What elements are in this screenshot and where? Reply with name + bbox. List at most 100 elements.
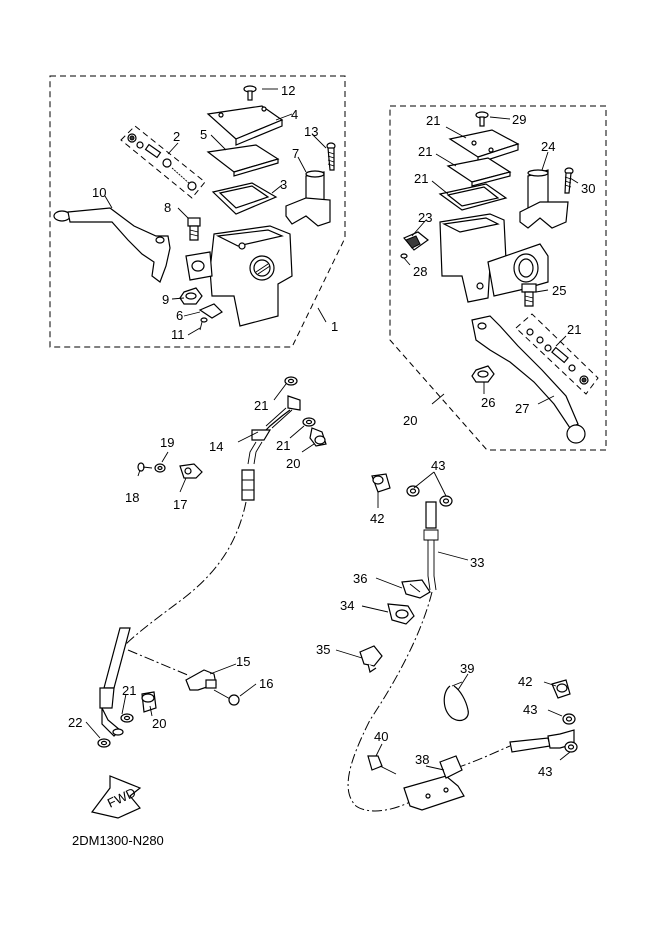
bolt-29: [521, 283, 537, 307]
bolt-8: [187, 217, 201, 241]
piston-kit-23: [515, 313, 599, 395]
callout: 40: [374, 729, 388, 744]
callout: 20: [403, 413, 417, 428]
screw-11: [199, 317, 208, 331]
union-bolt-20-top: [309, 427, 327, 447]
union-bolt-20-lower: [141, 691, 157, 713]
front-brake-hose-group: [97, 376, 327, 748]
lever-10: [53, 207, 171, 283]
callout: 19: [160, 435, 174, 450]
callout: 25: [552, 283, 566, 298]
rear-master-cylinder-body: [439, 213, 549, 303]
callout: 26: [481, 395, 495, 410]
rear-brake-hose-group: [347, 473, 578, 812]
washer-43-left: [406, 485, 420, 497]
callout: 35: [316, 642, 330, 657]
screw-32: [400, 253, 408, 259]
hose-guide-15: [185, 669, 217, 691]
drawing-code: 2DM1300-N280: [72, 833, 164, 848]
callout: 3: [280, 177, 287, 192]
callout-leaders: [85, 88, 579, 771]
lever-31: [471, 315, 586, 444]
bolt-41: [367, 755, 397, 775]
callout: 13: [304, 124, 318, 139]
clip-37: [359, 645, 383, 673]
callout: 24: [541, 139, 555, 154]
callout: 29: [512, 112, 526, 127]
callout: 21: [418, 144, 432, 159]
callout: 18: [125, 490, 139, 505]
callout: 21: [414, 171, 428, 186]
callout: 17: [173, 497, 187, 512]
holder-39: [403, 755, 465, 811]
hose-14: [99, 395, 301, 737]
callout: 34: [340, 598, 354, 613]
callout: 39: [460, 661, 474, 676]
bolt-16: [213, 689, 240, 706]
callout: 21: [276, 438, 290, 453]
callout: 12: [281, 83, 295, 98]
master-cylinder-body-1: [185, 225, 293, 327]
callout: 33: [470, 555, 484, 570]
callout: 11: [171, 327, 185, 342]
callout-labels: 12 4 13 5 2 7 3 8 10 9 6 11 1 29 21 21 2…: [68, 83, 595, 848]
callout: 30: [581, 181, 595, 196]
fwd-arrow: FWD: [90, 775, 142, 819]
right-master-cylinder-parts: [400, 111, 599, 444]
front-hose-routing-line: [127, 649, 191, 677]
left-master-cylinder-parts: [53, 85, 336, 331]
callout: 21: [567, 322, 581, 337]
washer-21-bottom: [97, 738, 111, 748]
union-bolt-42-top: [371, 473, 391, 493]
switch-6: [198, 303, 223, 319]
left-assembly-boundary: [49, 75, 346, 348]
callout: 43: [431, 458, 445, 473]
nut-30: [471, 365, 495, 383]
callout: 6: [176, 308, 183, 323]
callout: 42: [518, 674, 532, 689]
clamp-7: [285, 170, 331, 227]
washer-43-lower-bottom: [564, 741, 578, 753]
callout: 20: [286, 456, 300, 471]
callout: 7: [292, 146, 299, 161]
callout: 43: [523, 702, 537, 717]
callout: 5: [200, 127, 207, 142]
clamp-28: [519, 169, 569, 229]
callout: 15: [236, 654, 250, 669]
washer-21-top: [284, 376, 298, 386]
callout: 42: [370, 511, 384, 526]
callout: 9: [162, 292, 169, 307]
callout: 21: [254, 398, 268, 413]
circlip-40: [443, 681, 469, 722]
union-bolt-42-lower: [551, 679, 571, 699]
screw-12: [243, 85, 257, 101]
callout: 22: [68, 715, 82, 730]
plate-26: [446, 157, 512, 187]
diaphragm-24: [438, 183, 508, 211]
callout: 36: [353, 571, 367, 586]
screw-33: [475, 111, 489, 127]
grommet-36: [387, 603, 415, 625]
clamp-17: [179, 463, 203, 479]
screw-34: [564, 167, 574, 194]
washer-43-right: [439, 495, 453, 507]
nut-9: [179, 287, 203, 305]
callout: 2: [173, 129, 180, 144]
plate-5: [206, 144, 280, 177]
callout: 27: [515, 401, 529, 416]
callout: 4: [291, 107, 298, 122]
cap-4: [206, 105, 284, 146]
washer-19: [154, 463, 166, 473]
callout: 14: [209, 439, 223, 454]
callout: 21: [426, 113, 440, 128]
washer-43-lower-top: [562, 713, 576, 725]
callout: 28: [413, 264, 427, 279]
callout: 23: [418, 210, 432, 225]
callout: 10: [92, 185, 106, 200]
piston-kit-2: [120, 125, 206, 199]
washer-21-mid: [302, 417, 316, 427]
callout: 16: [259, 676, 273, 691]
callout: 20: [152, 716, 166, 731]
diaphragm-3: [211, 182, 278, 215]
